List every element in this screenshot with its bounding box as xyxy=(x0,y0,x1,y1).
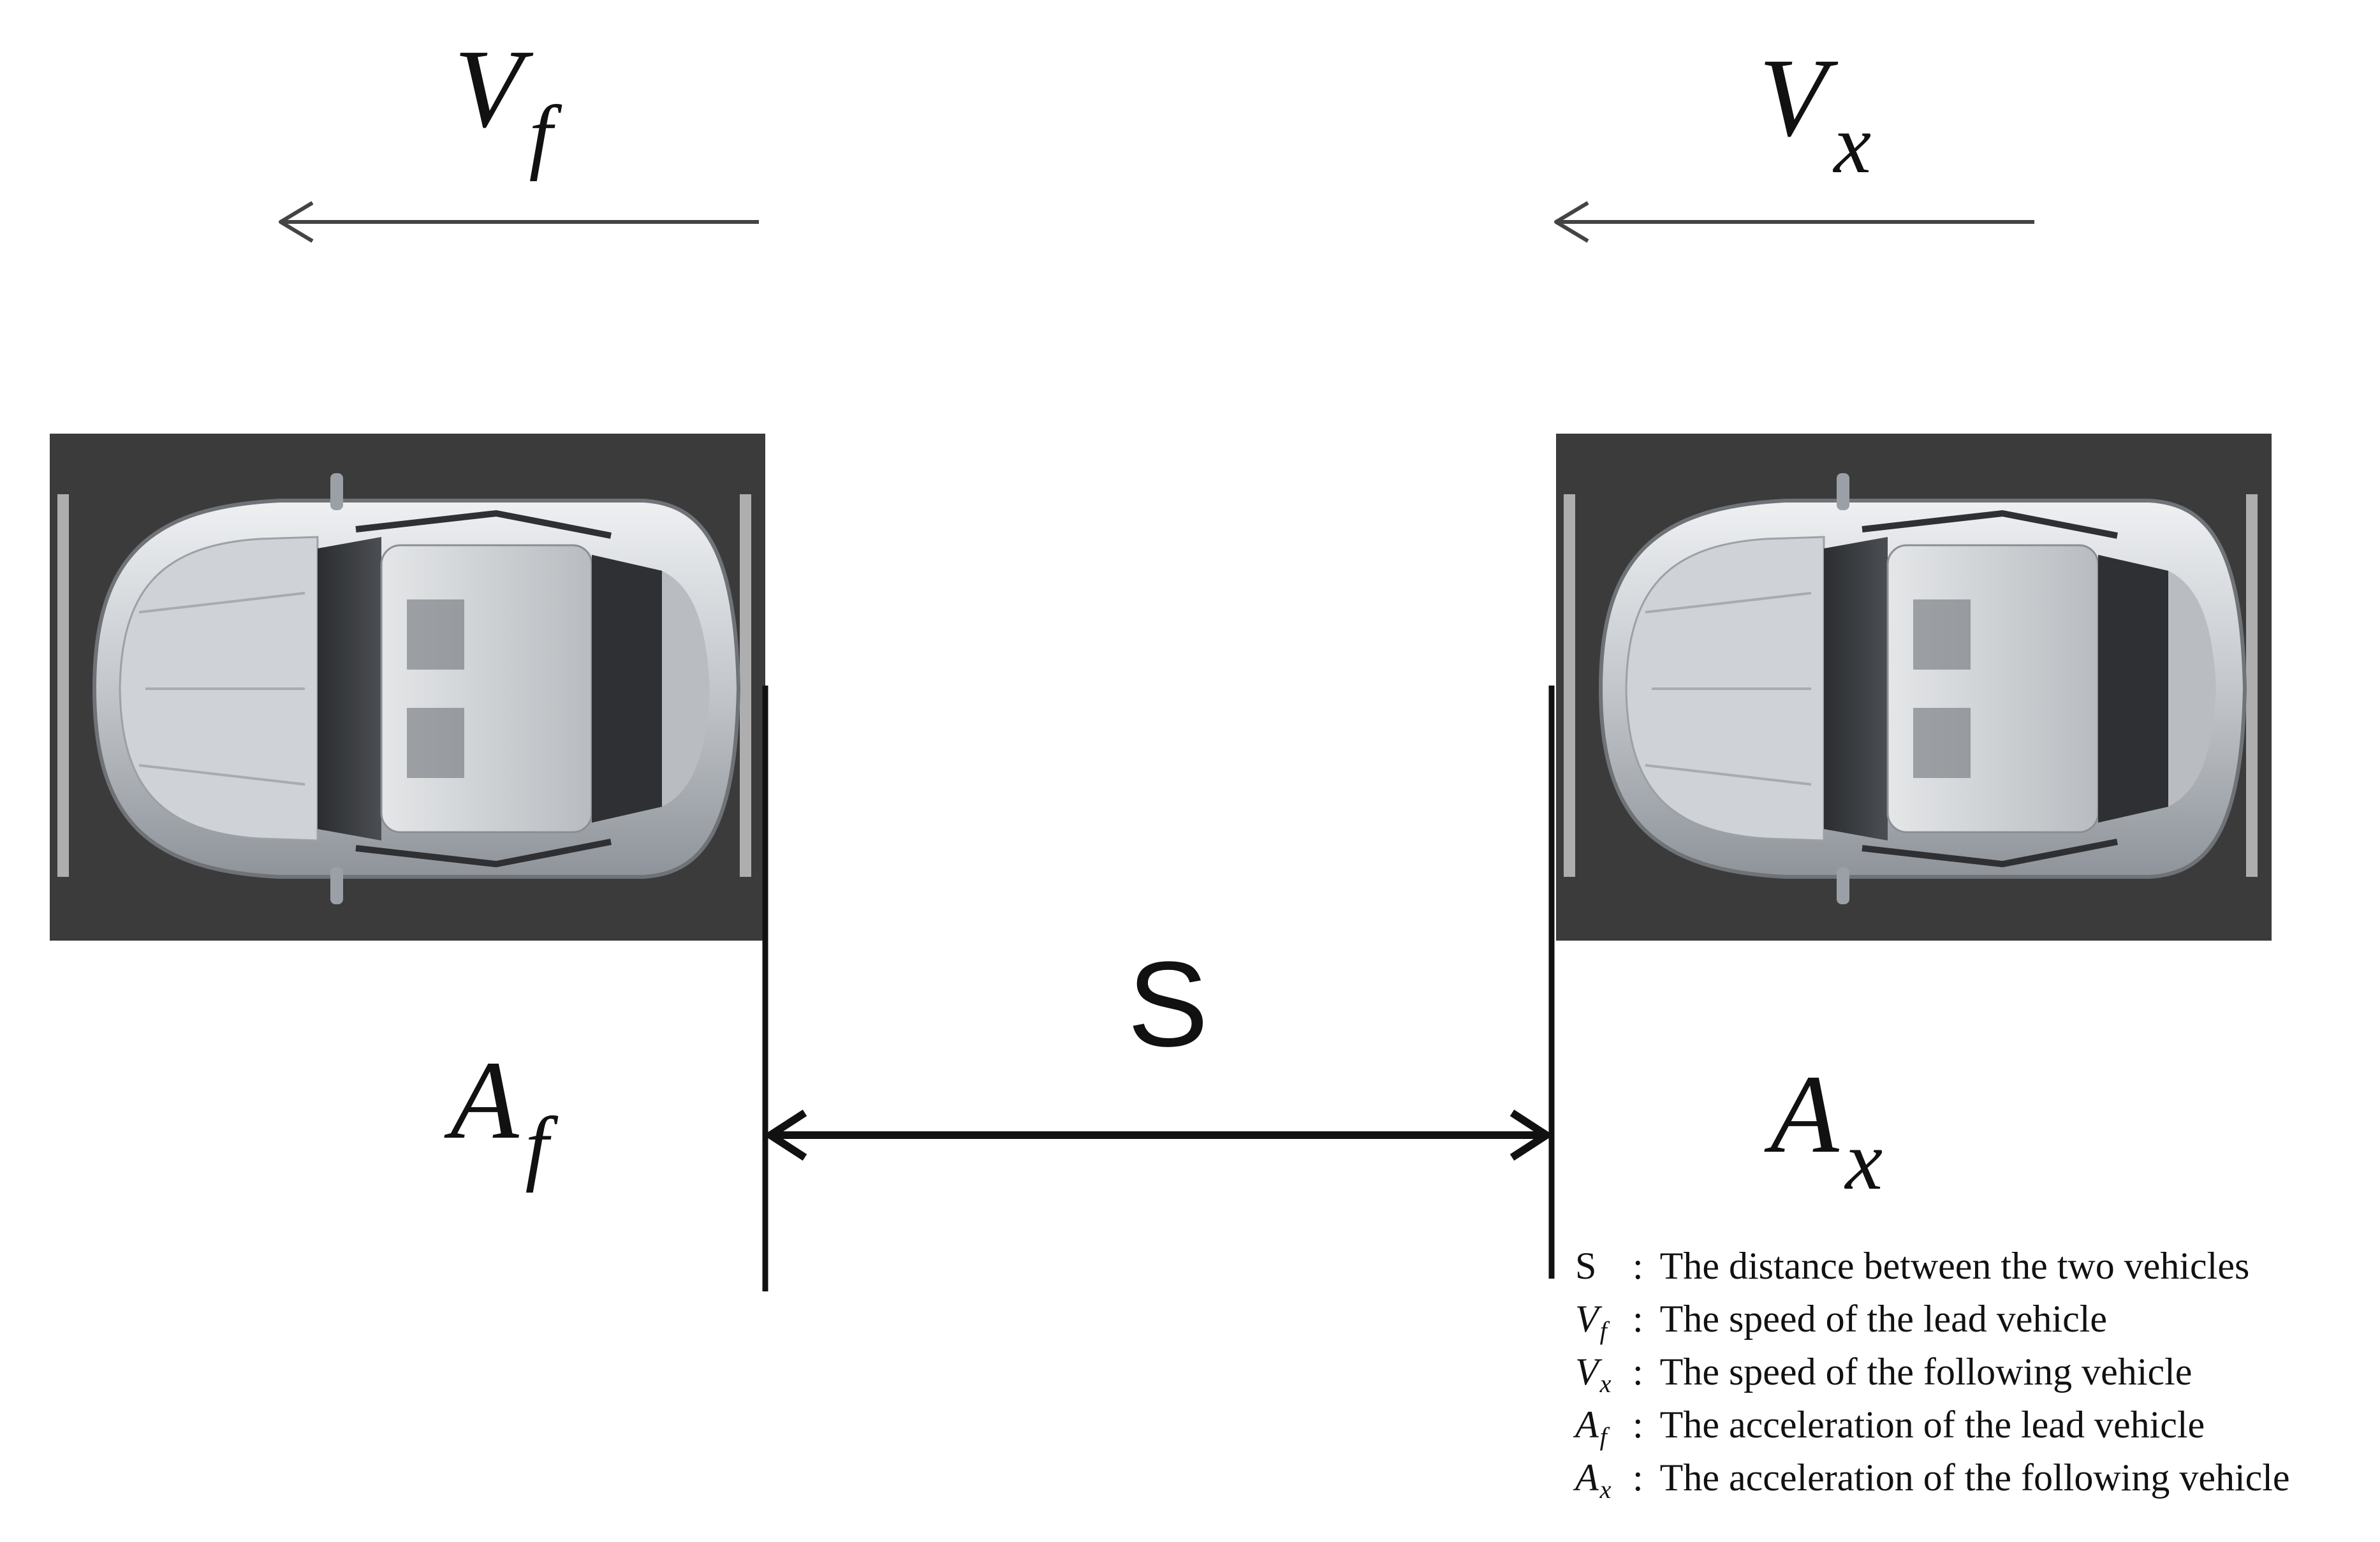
accel-subscript: f xyxy=(525,1099,549,1193)
legend-text: The distance between the two vehicles xyxy=(1659,1245,2250,1287)
following-vehicle-accel-label: Ax xyxy=(1770,1059,1883,1203)
distance-label: S xyxy=(1128,937,1208,1072)
speed-symbol: V xyxy=(454,27,523,151)
speed-subscript: f xyxy=(529,88,553,182)
lead-vehicle-car-icon xyxy=(50,434,765,941)
legend-symbol: Vx xyxy=(1575,1351,1633,1397)
legend-symbol: S xyxy=(1575,1247,1633,1285)
accel-symbol: A xyxy=(1770,1052,1839,1177)
legend-symbol-base: V xyxy=(1575,1298,1599,1340)
legend-symbol-subscript: x xyxy=(1599,1475,1612,1504)
accel-subscript: x xyxy=(1845,1113,1883,1207)
legend-separator: : xyxy=(1633,1245,1643,1287)
legend-text: The acceleration of the lead vehicle xyxy=(1659,1404,2205,1446)
lead-vehicle-speed-label: Vf xyxy=(454,33,552,177)
legend-item: Ax: The acceleration of the following veh… xyxy=(1575,1458,2290,1511)
legend-symbol-base: A xyxy=(1575,1457,1599,1499)
legend-symbol-subscript: f xyxy=(1599,1422,1607,1451)
legend-symbol: Vf xyxy=(1575,1298,1633,1344)
legend-separator: : xyxy=(1633,1404,1643,1446)
speed-symbol: V xyxy=(1759,36,1828,160)
accel-symbol: A xyxy=(450,1038,519,1163)
legend-separator: : xyxy=(1633,1298,1643,1340)
legend-separator: : xyxy=(1633,1351,1643,1393)
legend-symbol: Af xyxy=(1575,1404,1633,1450)
legend-symbol-base: V xyxy=(1575,1351,1599,1393)
legend-symbol: Ax xyxy=(1575,1457,1633,1502)
legend-text: The speed of the lead vehicle xyxy=(1659,1298,2108,1340)
following-vehicle-car-icon xyxy=(1556,434,2272,941)
legend-symbol-subscript: x xyxy=(1599,1369,1612,1398)
legend-symbol-base: S xyxy=(1575,1245,1597,1287)
lead-vehicle-speed-arrow xyxy=(279,201,759,243)
legend-symbol-base: A xyxy=(1575,1404,1599,1446)
following-vehicle-speed-label: Vx xyxy=(1759,42,1871,186)
distance-arrow xyxy=(763,1109,1554,1161)
speed-subscript: x xyxy=(1833,97,1872,191)
following-vehicle-speed-arrow xyxy=(1554,201,2034,243)
legend-symbol-subscript: f xyxy=(1599,1316,1607,1345)
legend-item: Vx: The speed of the following vehicle xyxy=(1575,1353,2290,1406)
legend-text: The speed of the following vehicle xyxy=(1659,1351,2193,1393)
legend-text: The acceleration of the following vehicl… xyxy=(1659,1457,2290,1499)
legend-item: Vf: The speed of the lead vehicle xyxy=(1575,1300,2290,1353)
legend-item: Af: The acceleration of the lead vehicle xyxy=(1575,1406,2290,1458)
lead-vehicle-accel-label: Af xyxy=(450,1045,548,1189)
legend-item: S: The distance between the two vehicles xyxy=(1575,1247,2290,1300)
legend-separator: : xyxy=(1633,1457,1643,1499)
